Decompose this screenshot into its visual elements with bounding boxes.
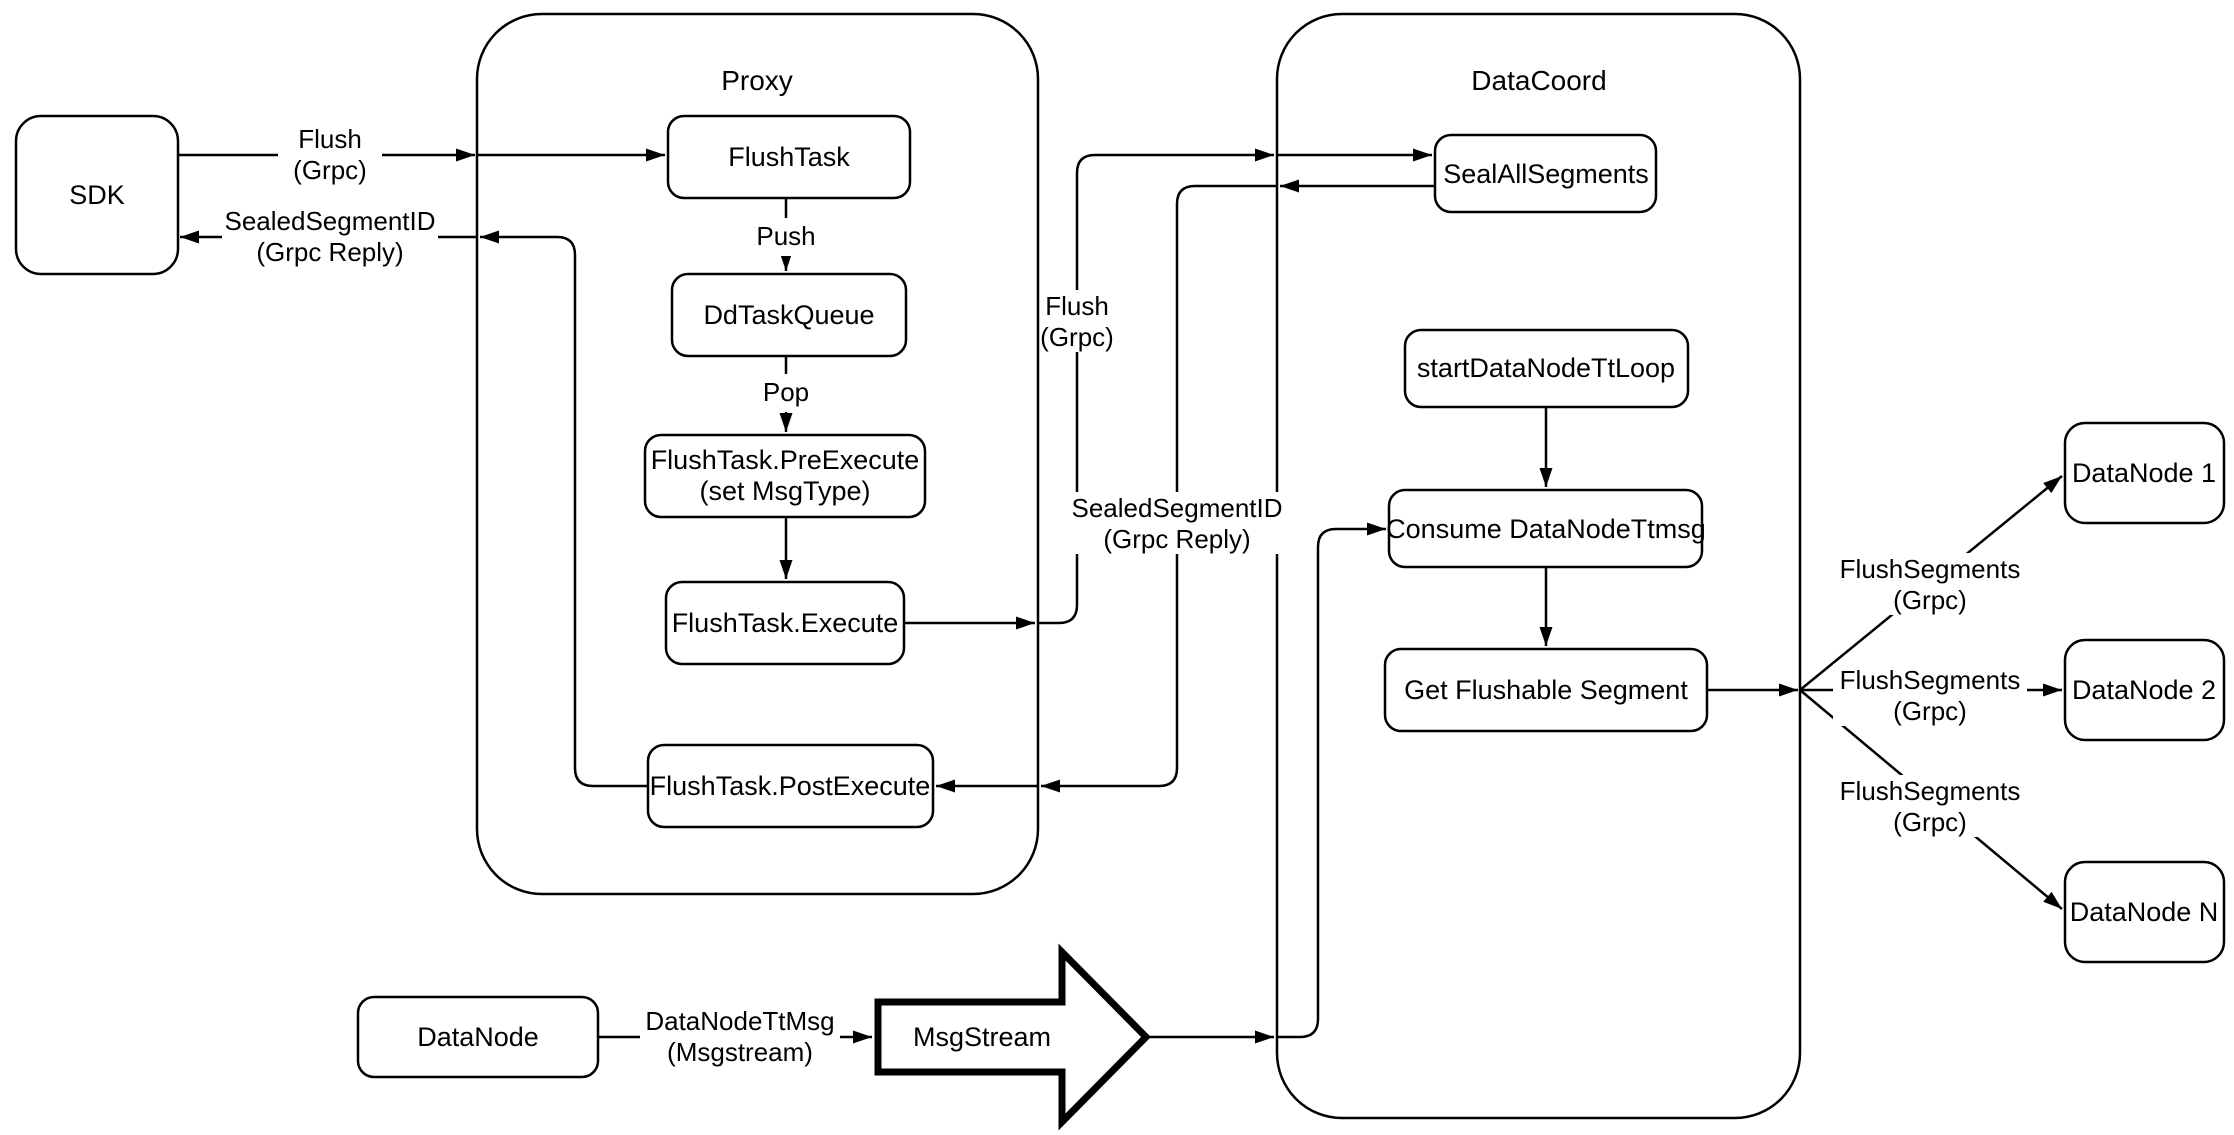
node-sealallsegments-label: SealAllSegments [1443, 159, 1649, 189]
datacoord-container: DataCoord [1275, 12, 1802, 1120]
label-coord-flush-line2: (Grpc) [1040, 322, 1114, 352]
label-datanode-ttmsg-line1: DataNodeTtMsg [645, 1006, 834, 1036]
node-postexecute-label: FlushTask.PostExecute [650, 771, 931, 801]
node-sdk: SDK [14, 114, 180, 276]
node-execute: FlushTask.Execute [664, 580, 906, 666]
label-datanode-ttmsg-line2: (Msgstream) [667, 1037, 813, 1067]
label-sdk-flush: Flush (Grpc) [278, 123, 382, 185]
label-sdk-reply: SealedSegmentID (Grpc Reply) [222, 205, 438, 267]
label-push-text: Push [756, 221, 815, 251]
msgstream-arrow-shape [874, 943, 1151, 1131]
node-datanode-1: DataNode 1 [2063, 421, 2226, 525]
node-consumedatanodettmsg: Consume DataNodeTtmsg [1386, 488, 1706, 569]
label-coord-reply-line2: (Grpc Reply) [1103, 524, 1250, 554]
label-sdk-flush-line1: Flush [298, 124, 362, 154]
label-datanode-ttmsg: DataNodeTtMsg (Msgstream) [640, 1005, 840, 1067]
node-datanode-n-label: DataNode N [2070, 897, 2219, 927]
node-postexecute: FlushTask.PostExecute [646, 743, 935, 829]
label-flushsegments-2-line2: (Grpc) [1893, 696, 1967, 726]
label-sdk-reply-line2: (Grpc Reply) [256, 237, 403, 267]
node-datanode-bottom-label: DataNode [417, 1022, 539, 1052]
label-flushsegments-3: FlushSegments (Grpc) [1833, 775, 2027, 837]
edge-execute-to-sealallsegments-flush [904, 148, 1432, 630]
node-flushtask: FlushTask [666, 114, 912, 200]
node-getflushablesegment-label: Get Flushable Segment [1404, 675, 1688, 705]
node-preexecute-label-line2: (set MsgType) [699, 476, 870, 506]
label-flushsegments-1-line1: FlushSegments [1840, 554, 2021, 584]
node-datanode-1-label: DataNode 1 [2072, 458, 2216, 488]
node-preexecute: FlushTask.PreExecute (set MsgType) [643, 433, 927, 519]
node-sealallsegments: SealAllSegments [1433, 133, 1658, 214]
node-consumedatanodettmsg-label: Consume DataNodeTtmsg [1386, 514, 1706, 544]
node-ddtaskqueue: DdTaskQueue [670, 272, 908, 358]
label-sdk-flush-line2: (Grpc) [293, 155, 367, 185]
label-coord-flush: Flush (Grpc) [1040, 290, 1126, 352]
node-msgstream: MsgStream [874, 943, 1151, 1131]
node-flushtask-label: FlushTask [728, 142, 850, 172]
edge-msgstream-to-consume [1146, 522, 1386, 1044]
node-datanode-2: DataNode 2 [2063, 638, 2226, 742]
node-msgstream-label: MsgStream [913, 1022, 1051, 1052]
node-datanode-2-label: DataNode 2 [2072, 675, 2216, 705]
label-sdk-reply-line1: SealedSegmentID [224, 206, 435, 236]
node-getflushablesegment: Get Flushable Segment [1383, 647, 1709, 733]
label-flushsegments-3-line2: (Grpc) [1893, 807, 1967, 837]
label-coord-reply: SealedSegmentID (Grpc Reply) [1069, 492, 1285, 554]
node-startdatanodettloop: startDataNodeTtLoop [1403, 328, 1690, 409]
label-coord-reply-line1: SealedSegmentID [1071, 493, 1282, 523]
label-pop-text: Pop [763, 377, 809, 407]
node-sdk-label: SDK [69, 180, 125, 210]
label-flushsegments-2-line1: FlushSegments [1840, 665, 2021, 695]
node-execute-label: FlushTask.Execute [672, 608, 899, 638]
datacoord-container-outline [1275, 12, 1802, 1120]
datacoord-container-title: DataCoord [1471, 65, 1606, 96]
node-ddtaskqueue-label: DdTaskQueue [703, 300, 874, 330]
edge-postexecute-to-sdk-reply [180, 230, 648, 788]
node-datanode-bottom: DataNode [356, 995, 600, 1079]
label-flushsegments-3-line1: FlushSegments [1840, 776, 2021, 806]
label-pop: Pop [755, 374, 817, 412]
proxy-container-outline [475, 12, 1040, 896]
label-flushsegments-2: FlushSegments (Grpc) [1833, 664, 2027, 726]
node-preexecute-label-line1: FlushTask.PreExecute [651, 445, 920, 475]
label-flushsegments-1-line2: (Grpc) [1893, 585, 1967, 615]
proxy-container: Proxy [475, 12, 1040, 896]
node-datanode-n: DataNode N [2063, 860, 2226, 964]
label-coord-flush-line1: Flush [1045, 291, 1109, 321]
node-startdatanodettloop-label: startDataNodeTtLoop [1417, 353, 1675, 383]
label-push: Push [751, 218, 821, 256]
edge-sealallsegments-to-postexecute-reply [936, 179, 1435, 793]
proxy-container-title: Proxy [721, 65, 793, 96]
label-flushsegments-1: FlushSegments (Grpc) [1833, 553, 2027, 615]
